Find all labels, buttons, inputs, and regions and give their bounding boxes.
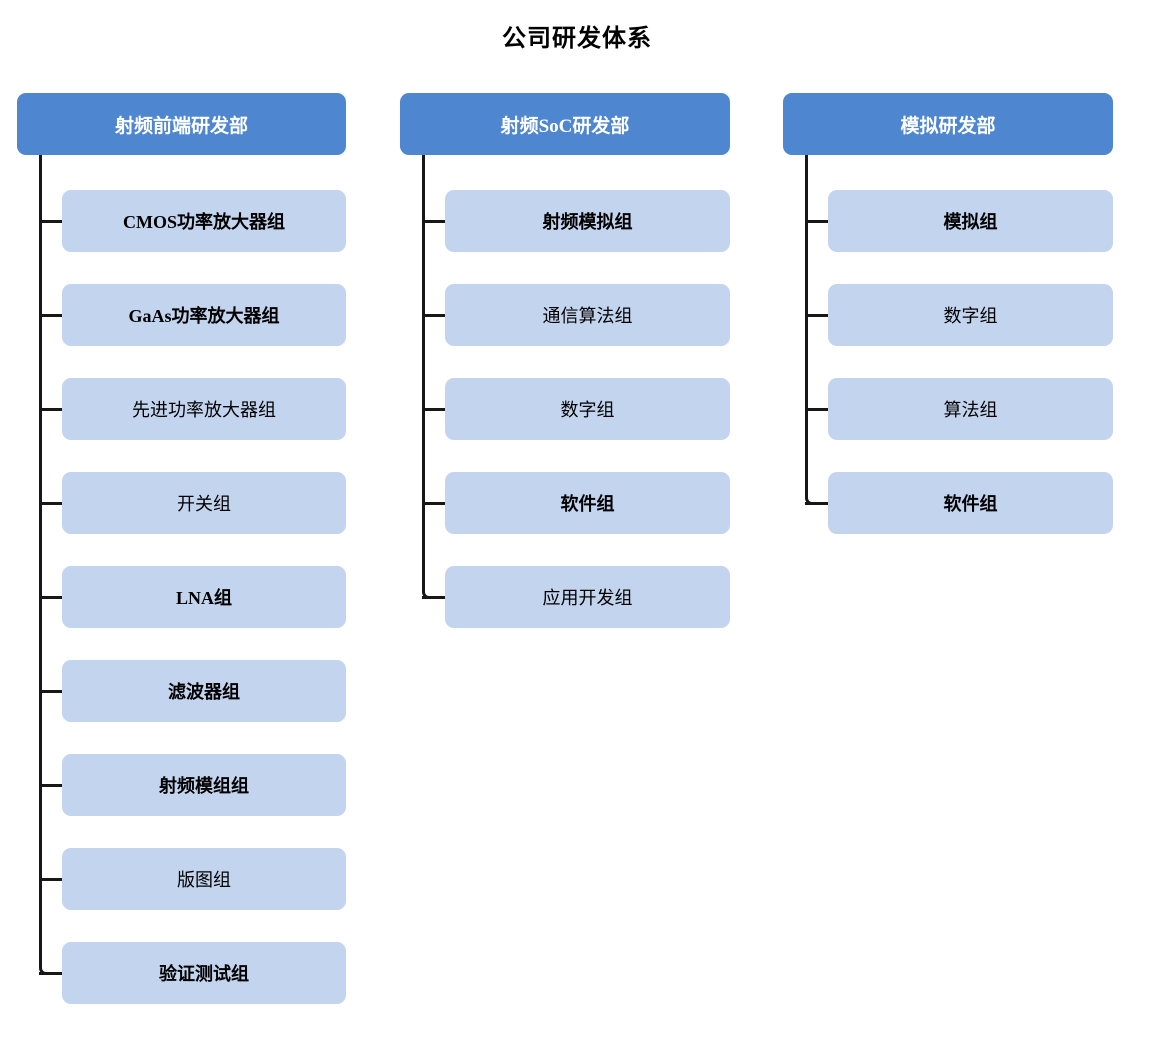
- group-row: LNA组: [17, 566, 346, 628]
- department-column-1: 射频前端研发部 CMOS功率放大器组 GaAs功率放大器组 先进功率放大器组 开…: [17, 93, 346, 1004]
- group-row: 先进功率放大器组: [17, 378, 346, 440]
- group-list-2: 射频模拟组 通信算法组 数字组 软件组 应用开发组: [400, 155, 730, 628]
- group-row: 应用开发组: [400, 566, 730, 628]
- group-box[interactable]: 应用开发组: [445, 566, 730, 628]
- group-box[interactable]: 软件组: [445, 472, 730, 534]
- connector-line: [39, 220, 62, 223]
- group-list-3: 模拟组 数字组 算法组 软件组: [783, 155, 1113, 534]
- connector-line: [422, 408, 445, 411]
- connector-line: [39, 878, 62, 881]
- group-row: 软件组: [783, 472, 1113, 534]
- connector-line: [39, 690, 62, 693]
- group-box[interactable]: 射频模组组: [62, 754, 346, 816]
- group-box[interactable]: LNA组: [62, 566, 346, 628]
- connector-line: [39, 784, 62, 787]
- department-header-rf-frontend[interactable]: 射频前端研发部: [17, 93, 346, 155]
- trunk-line-1: [39, 155, 42, 964]
- group-box[interactable]: 射频模拟组: [445, 190, 730, 252]
- connector-line: [39, 972, 62, 975]
- group-row: 模拟组: [783, 190, 1113, 252]
- department-header-rf-soc[interactable]: 射频SoC研发部: [400, 93, 730, 155]
- group-box[interactable]: 算法组: [828, 378, 1113, 440]
- department-column-3: 模拟研发部 模拟组 数字组 算法组 软件组: [783, 93, 1113, 534]
- connector-line: [805, 314, 828, 317]
- group-row: CMOS功率放大器组: [17, 190, 346, 252]
- trunk-line-3: [805, 155, 808, 494]
- group-row: 版图组: [17, 848, 346, 910]
- group-row: 软件组: [400, 472, 730, 534]
- connector-line: [805, 220, 828, 223]
- connector-line: [805, 502, 828, 505]
- group-list-1: CMOS功率放大器组 GaAs功率放大器组 先进功率放大器组 开关组 LNA组 …: [17, 155, 346, 1004]
- group-box[interactable]: 数字组: [445, 378, 730, 440]
- group-box[interactable]: GaAs功率放大器组: [62, 284, 346, 346]
- group-row: 滤波器组: [17, 660, 346, 722]
- group-box[interactable]: 先进功率放大器组: [62, 378, 346, 440]
- connector-line: [422, 502, 445, 505]
- group-box[interactable]: 开关组: [62, 472, 346, 534]
- group-box[interactable]: 通信算法组: [445, 284, 730, 346]
- group-row: 数字组: [400, 378, 730, 440]
- group-row: 射频模组组: [17, 754, 346, 816]
- connector-line: [39, 596, 62, 599]
- department-header-analog[interactable]: 模拟研发部: [783, 93, 1113, 155]
- connector-line: [422, 314, 445, 317]
- group-box[interactable]: 滤波器组: [62, 660, 346, 722]
- group-box[interactable]: 模拟组: [828, 190, 1113, 252]
- group-row: 射频模拟组: [400, 190, 730, 252]
- department-column-2: 射频SoC研发部 射频模拟组 通信算法组 数字组 软件组 应用开发组: [400, 93, 730, 628]
- group-row: GaAs功率放大器组: [17, 284, 346, 346]
- group-box[interactable]: 验证测试组: [62, 942, 346, 1004]
- trunk-line-2: [422, 155, 425, 588]
- group-box[interactable]: 数字组: [828, 284, 1113, 346]
- group-box[interactable]: 版图组: [62, 848, 346, 910]
- group-box[interactable]: 软件组: [828, 472, 1113, 534]
- group-row: 开关组: [17, 472, 346, 534]
- group-row: 通信算法组: [400, 284, 730, 346]
- group-row: 算法组: [783, 378, 1113, 440]
- connector-line: [422, 220, 445, 223]
- group-box[interactable]: CMOS功率放大器组: [62, 190, 346, 252]
- connector-line: [39, 408, 62, 411]
- connector-line: [39, 502, 62, 505]
- group-row: 验证测试组: [17, 942, 346, 1004]
- page-title: 公司研发体系: [502, 26, 652, 52]
- group-row: 数字组: [783, 284, 1113, 346]
- connector-line: [422, 596, 445, 599]
- connector-line: [39, 314, 62, 317]
- connector-line: [805, 408, 828, 411]
